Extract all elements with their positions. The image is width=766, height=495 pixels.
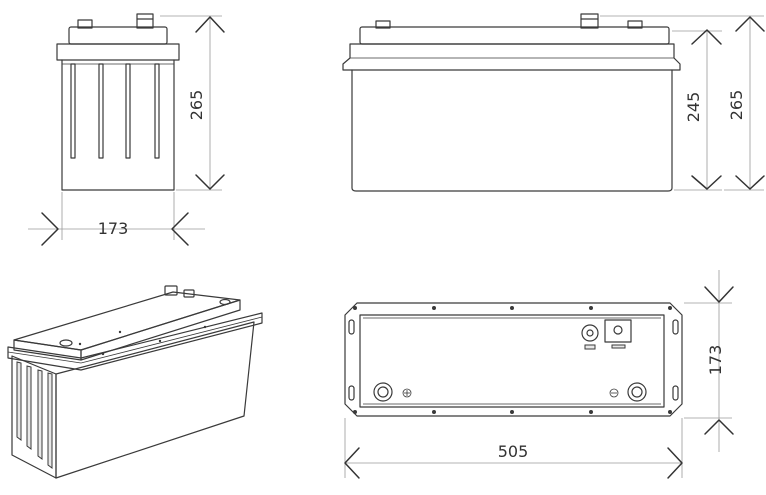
side-width-dimension <box>28 192 205 246</box>
side-height-dimension <box>160 15 225 191</box>
dim-top-depth-label: 173 <box>706 345 725 376</box>
top-view <box>344 302 683 417</box>
top-length-dimension <box>344 418 683 479</box>
front-view <box>342 13 681 192</box>
isometric-ribs <box>16 361 53 469</box>
dim-top-length-label: 505 <box>498 442 529 461</box>
isometric-view <box>7 285 263 479</box>
perimeter-bolts <box>353 306 672 414</box>
dim-side-width-label: 173 <box>98 219 129 238</box>
side-view <box>56 13 180 191</box>
dim-front-height-label: 265 <box>727 90 746 121</box>
top-depth-dimension <box>684 270 734 452</box>
side-ribs <box>70 63 160 159</box>
mounting-slots <box>348 319 679 401</box>
front-height-dimension <box>600 15 765 191</box>
front-inner-height-dimension <box>672 29 722 191</box>
dim-side-height-label: 265 <box>187 90 206 121</box>
dim-front-inner-height-label: 245 <box>684 92 703 123</box>
